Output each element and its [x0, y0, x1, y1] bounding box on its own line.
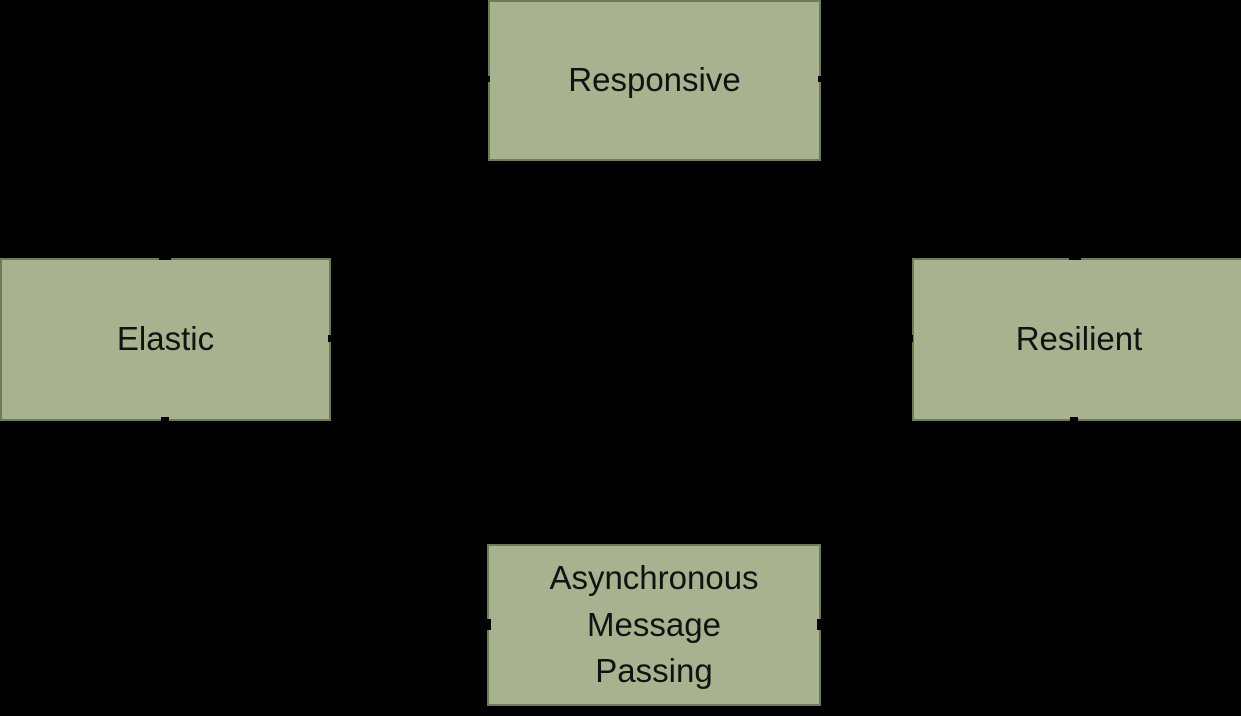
arrow-tip-mark: [159, 256, 171, 260]
node-async-message-passing-label: Asynchronous Message Passing: [549, 558, 759, 690]
arrow-tip-mark: [818, 76, 824, 82]
node-elastic-label: Elastic: [116, 320, 215, 358]
node-responsive: Responsive: [488, 0, 821, 161]
arrow-tip-mark: [908, 335, 913, 342]
arrow-tip-mark: [328, 335, 333, 342]
node-resilient-label: Resilient: [1015, 320, 1143, 358]
arrow-tip-mark: [1070, 417, 1078, 421]
node-elastic: Elastic: [0, 258, 331, 421]
arrow-tip-mark: [1069, 256, 1081, 260]
arrow-tip-mark: [484, 76, 490, 82]
node-resilient: Resilient: [912, 258, 1241, 421]
arrow-tip-mark: [486, 619, 491, 630]
node-async-message-passing: Asynchronous Message Passing: [487, 544, 821, 706]
arrow-tip-mark: [161, 417, 169, 421]
arrow-tip-mark: [817, 619, 822, 630]
node-responsive-label: Responsive: [568, 61, 741, 99]
